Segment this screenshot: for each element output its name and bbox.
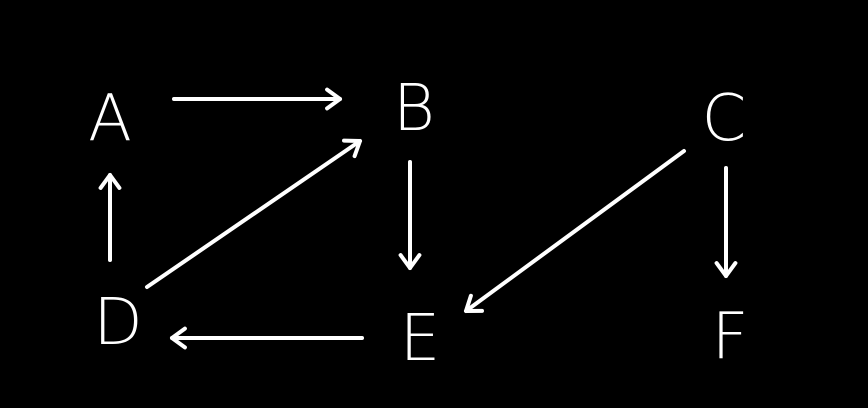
edge-a-to-b [172,87,342,111]
arrowhead-icon [342,138,362,159]
arrowhead-icon [714,261,738,278]
arrowhead-icon [170,326,187,350]
edge-d-to-b [145,138,362,289]
edges-layer [98,87,738,350]
node-a: A [88,82,132,156]
node-d: D [93,286,142,360]
node-e: E [400,302,440,376]
edge-b-to-e [398,160,422,270]
arrowhead-icon [464,293,484,313]
edge-d-to-a [98,173,122,262]
arrowhead-icon [98,173,122,190]
node-c: C [702,82,747,156]
node-b: B [393,72,435,146]
edge-line [145,139,362,289]
arrowhead-icon [398,253,422,270]
arrowhead-icon [325,87,342,111]
nodes-layer: A B C D E F [88,72,748,376]
edge-c-to-e [464,149,686,313]
node-f: F [712,300,749,374]
edge-e-to-d [170,326,364,350]
edge-c-to-f [714,166,738,278]
edge-line [464,149,686,313]
